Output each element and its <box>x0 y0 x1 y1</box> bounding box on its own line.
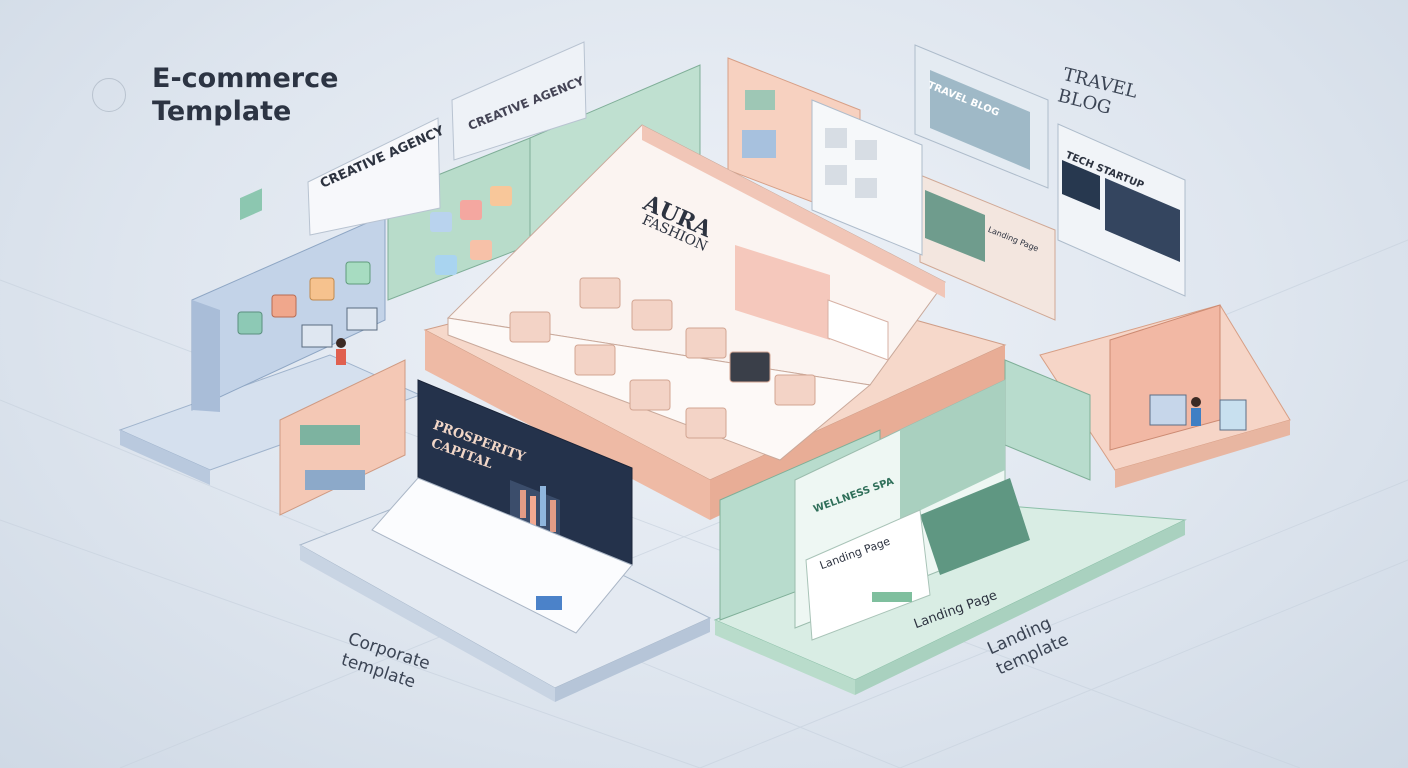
person-figures <box>336 338 1201 426</box>
circle-marker-icon <box>92 78 126 112</box>
product-card <box>811 99 923 256</box>
product-thumbnails <box>509 277 816 439</box>
desk-monitors <box>301 307 378 348</box>
left-shelf-icons <box>237 261 371 335</box>
landing-page-screen <box>794 379 1030 641</box>
creative-agency-card <box>307 41 587 236</box>
ecommerce-title-line1: E-commerce <box>152 63 339 94</box>
aura-fashion-screen <box>446 124 946 461</box>
travel-blog-card <box>914 44 1049 189</box>
left-peach-shelf <box>279 359 406 516</box>
ecommerce-title: E-commerce Template <box>152 62 338 128</box>
tech-startup-card <box>1057 123 1186 297</box>
prosperity-capital-screen <box>371 379 633 634</box>
ecommerce-title-line2: Template <box>152 96 292 127</box>
